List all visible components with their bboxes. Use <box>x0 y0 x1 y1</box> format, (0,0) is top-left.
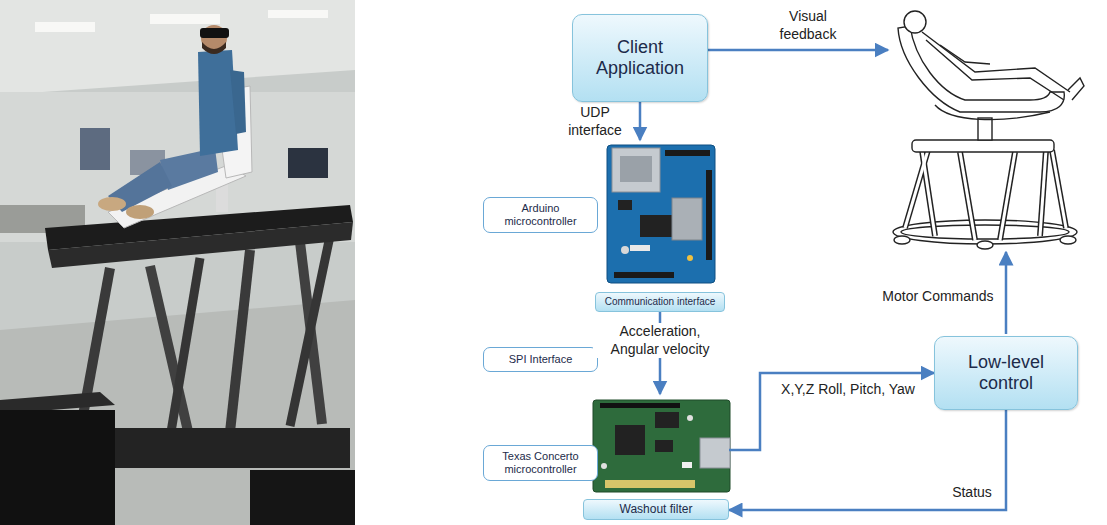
motion-platform-sketch <box>1000 152 1015 240</box>
motion-platform-sketch <box>894 236 910 244</box>
flow-arrow <box>639 102 642 140</box>
motion-platform-sketch <box>1060 236 1076 244</box>
motion-platform-sketch <box>922 32 1070 92</box>
concerto-board-picture <box>700 438 730 468</box>
concerto-board-picture <box>687 415 693 421</box>
concerto-board-picture <box>682 462 692 468</box>
lab-photo <box>98 197 126 211</box>
motion-platform-sketch <box>904 11 926 33</box>
lab-photo <box>0 0 355 525</box>
node-text: Washout filter <box>620 503 693 517</box>
visual-feedback-arrow <box>708 49 888 52</box>
concerto-board-picture <box>605 480 695 488</box>
edge-label: Status <box>950 484 994 502</box>
motion-platform-sketch <box>977 241 993 249</box>
concerto-board-picture <box>600 403 680 408</box>
motion-platform-sketch <box>905 150 1066 240</box>
flow-arrow <box>729 373 934 450</box>
node-text: SPI Interface <box>509 353 573 366</box>
lab-photo <box>126 205 154 219</box>
lab-photo <box>0 410 115 525</box>
lab-photo <box>290 236 330 426</box>
motion-platform-sketch <box>922 150 935 236</box>
arduino-board-picture <box>706 170 712 260</box>
edge-label: UDP interface <box>560 104 630 139</box>
node-text: Texas Concerto microcontroller <box>490 450 591 475</box>
flow-arrow <box>729 410 1006 510</box>
process-box: Client Application <box>572 14 708 102</box>
arduino-board-picture <box>607 145 715 283</box>
motion-platform-sketch <box>960 152 975 240</box>
node-text: Communication interface <box>605 296 716 308</box>
lab-photo <box>250 470 355 525</box>
component-tag: SPI Interface <box>483 347 598 372</box>
lab-photo <box>48 222 353 268</box>
motion-platform-sketch <box>960 152 975 240</box>
lab-photo <box>230 250 250 432</box>
lab-photo <box>170 258 200 438</box>
arduino-board-picture <box>687 255 693 261</box>
motion-platform-sketch <box>898 26 1064 112</box>
arduino-board-picture <box>672 198 702 240</box>
concerto-board-picture <box>615 425 645 455</box>
node-text: Low-level control <box>941 352 1071 393</box>
arduino-board-picture <box>665 150 710 156</box>
label-bar: Washout filter <box>583 499 729 520</box>
arduino-board-picture <box>612 148 660 192</box>
motion-platform-sketch <box>893 11 1084 249</box>
component-tag: Texas Concerto microcontroller <box>483 445 598 481</box>
concerto-board-picture <box>601 463 607 469</box>
lab-photo <box>0 0 355 525</box>
lab-photo <box>80 128 110 170</box>
motion-platform-sketch <box>901 225 1069 239</box>
node-text: Client Application <box>579 37 701 78</box>
arduino-board-picture <box>640 215 674 237</box>
lab-photo <box>198 50 238 156</box>
arduino-board-picture <box>607 145 715 283</box>
motor-command-arrow <box>1005 252 1008 334</box>
lab-photo <box>0 0 355 95</box>
motion-platform-sketch <box>935 105 1050 120</box>
concerto-board-picture <box>655 440 673 452</box>
board-node: Communication interface <box>595 140 725 312</box>
concerto-board-picture <box>593 400 730 492</box>
arduino-board-picture <box>621 246 629 254</box>
board-node: Washout filter <box>583 394 729 520</box>
motion-platform-sketch <box>926 40 1064 100</box>
lab-photo <box>150 14 220 24</box>
arduino-board-picture <box>630 245 650 251</box>
motion-platform-sketch <box>1000 152 1015 240</box>
arduino-board-picture <box>614 272 674 278</box>
label-bar: Communication interface <box>595 292 725 312</box>
motion-platform-sketch <box>978 118 992 140</box>
concerto-board-picture <box>655 412 679 428</box>
arduino-board-picture <box>620 156 652 182</box>
lab-photo <box>202 42 226 54</box>
signal-label: Motor Commands <box>880 288 995 306</box>
signal-label: Visual feedback <box>770 8 846 43</box>
motion-platform-sketch <box>1052 150 1066 228</box>
process-box: Low-level control <box>934 336 1078 410</box>
motion-platform-sketch <box>905 150 1066 240</box>
lab-photo <box>200 28 229 38</box>
motion-platform-sketch <box>1068 78 1084 100</box>
motion-platform-sketch <box>1040 150 1046 236</box>
lab-photo <box>80 268 110 432</box>
edge-label: X,Y,Z Roll, Pitch, Yaw <box>779 381 917 399</box>
motion-platform-sketch <box>1052 150 1066 228</box>
arduino-board-picture <box>618 200 632 210</box>
node-text: Arduino microcontroller <box>490 202 591 227</box>
lab-photo <box>288 148 328 178</box>
lab-photo <box>268 10 328 18</box>
motion-platform-sketch <box>912 140 1054 152</box>
lab-photo <box>35 22 95 32</box>
concerto-board-picture <box>593 400 730 492</box>
lab-photo <box>230 70 246 134</box>
motion-platform-sketch <box>1040 150 1046 236</box>
motion-platform-sketch <box>922 150 935 236</box>
component-tag: Arduino microcontroller <box>483 197 598 233</box>
edge-label: Acceleration, Angular velocity <box>593 323 727 358</box>
motion-platform-sketch <box>940 45 990 64</box>
